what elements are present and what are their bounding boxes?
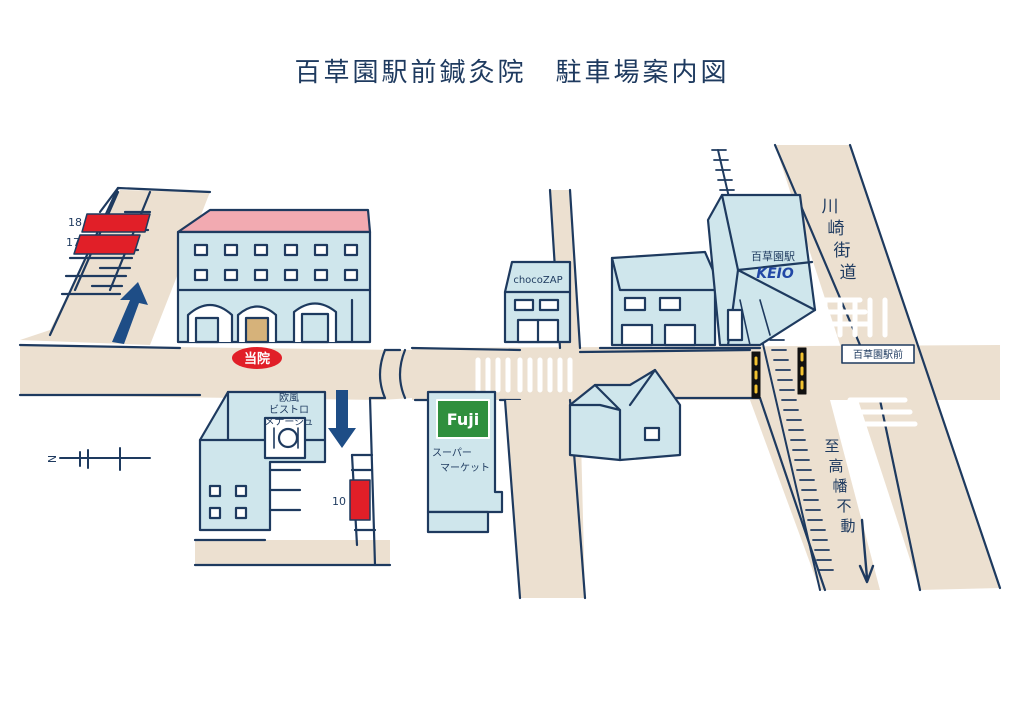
station-building bbox=[706, 193, 817, 347]
bistro-building bbox=[198, 390, 327, 532]
parking-label-18: 18 bbox=[68, 216, 82, 229]
arrow-up-icon bbox=[112, 282, 148, 344]
bistro-line1: 欧風 bbox=[279, 392, 299, 404]
bistro-line2: ビストロ bbox=[269, 404, 309, 416]
parking-label-10: 10 bbox=[332, 495, 346, 508]
svg-text:動: 動 bbox=[840, 517, 855, 535]
clinic-badge: 当院 bbox=[244, 351, 270, 367]
parking-spot-17 bbox=[73, 234, 141, 255]
parking-label-17: 17 bbox=[66, 236, 80, 249]
parking-spot-18 bbox=[81, 213, 151, 233]
building-gray bbox=[610, 250, 717, 347]
bistro-line3: メナージュ bbox=[264, 416, 313, 428]
chocozap-building bbox=[503, 260, 572, 344]
crossing-sign-box bbox=[841, 344, 915, 364]
clinic-badge-shape bbox=[232, 347, 282, 369]
compass-icon bbox=[59, 447, 151, 471]
crossing-sign: 百草園駅前 bbox=[853, 348, 903, 361]
svg-text:街: 街 bbox=[834, 241, 851, 261]
compass-label: N bbox=[46, 455, 59, 463]
clinic-building bbox=[176, 208, 372, 344]
road-name-label: 川 崎 街 道 bbox=[822, 197, 857, 283]
keio-logo: KEIO bbox=[756, 266, 794, 282]
svg-text:崎: 崎 bbox=[828, 219, 845, 239]
direction-arrow-icon bbox=[858, 518, 875, 584]
direction-label: 至 高 幡 不 動 bbox=[824, 437, 855, 535]
supermarket-line2: マーケット bbox=[440, 462, 490, 474]
supermarket-building bbox=[426, 390, 504, 534]
page-title: 百草園駅前鍼灸院 駐車場案内図 bbox=[294, 58, 730, 88]
kawasaki-kaido bbox=[775, 145, 1000, 590]
svg-text:川: 川 bbox=[822, 197, 839, 217]
svg-text:幡: 幡 bbox=[832, 477, 847, 495]
arrow-down-icon bbox=[328, 390, 356, 448]
svg-text:不: 不 bbox=[836, 497, 851, 515]
fuji-logo-shape bbox=[436, 399, 490, 439]
svg-text:至: 至 bbox=[824, 437, 839, 455]
svg-text:高: 高 bbox=[828, 457, 843, 475]
main-road bbox=[20, 345, 412, 400]
fuji-logo-text: Fuji bbox=[447, 410, 480, 429]
chocozap-label: chocoZAP bbox=[513, 275, 562, 286]
small-house bbox=[568, 368, 682, 462]
parking-spot-10 bbox=[349, 479, 371, 521]
station-name: 百草園駅 bbox=[751, 250, 795, 263]
svg-text:道: 道 bbox=[840, 263, 857, 283]
supermarket-line1: スーパー bbox=[432, 447, 472, 459]
